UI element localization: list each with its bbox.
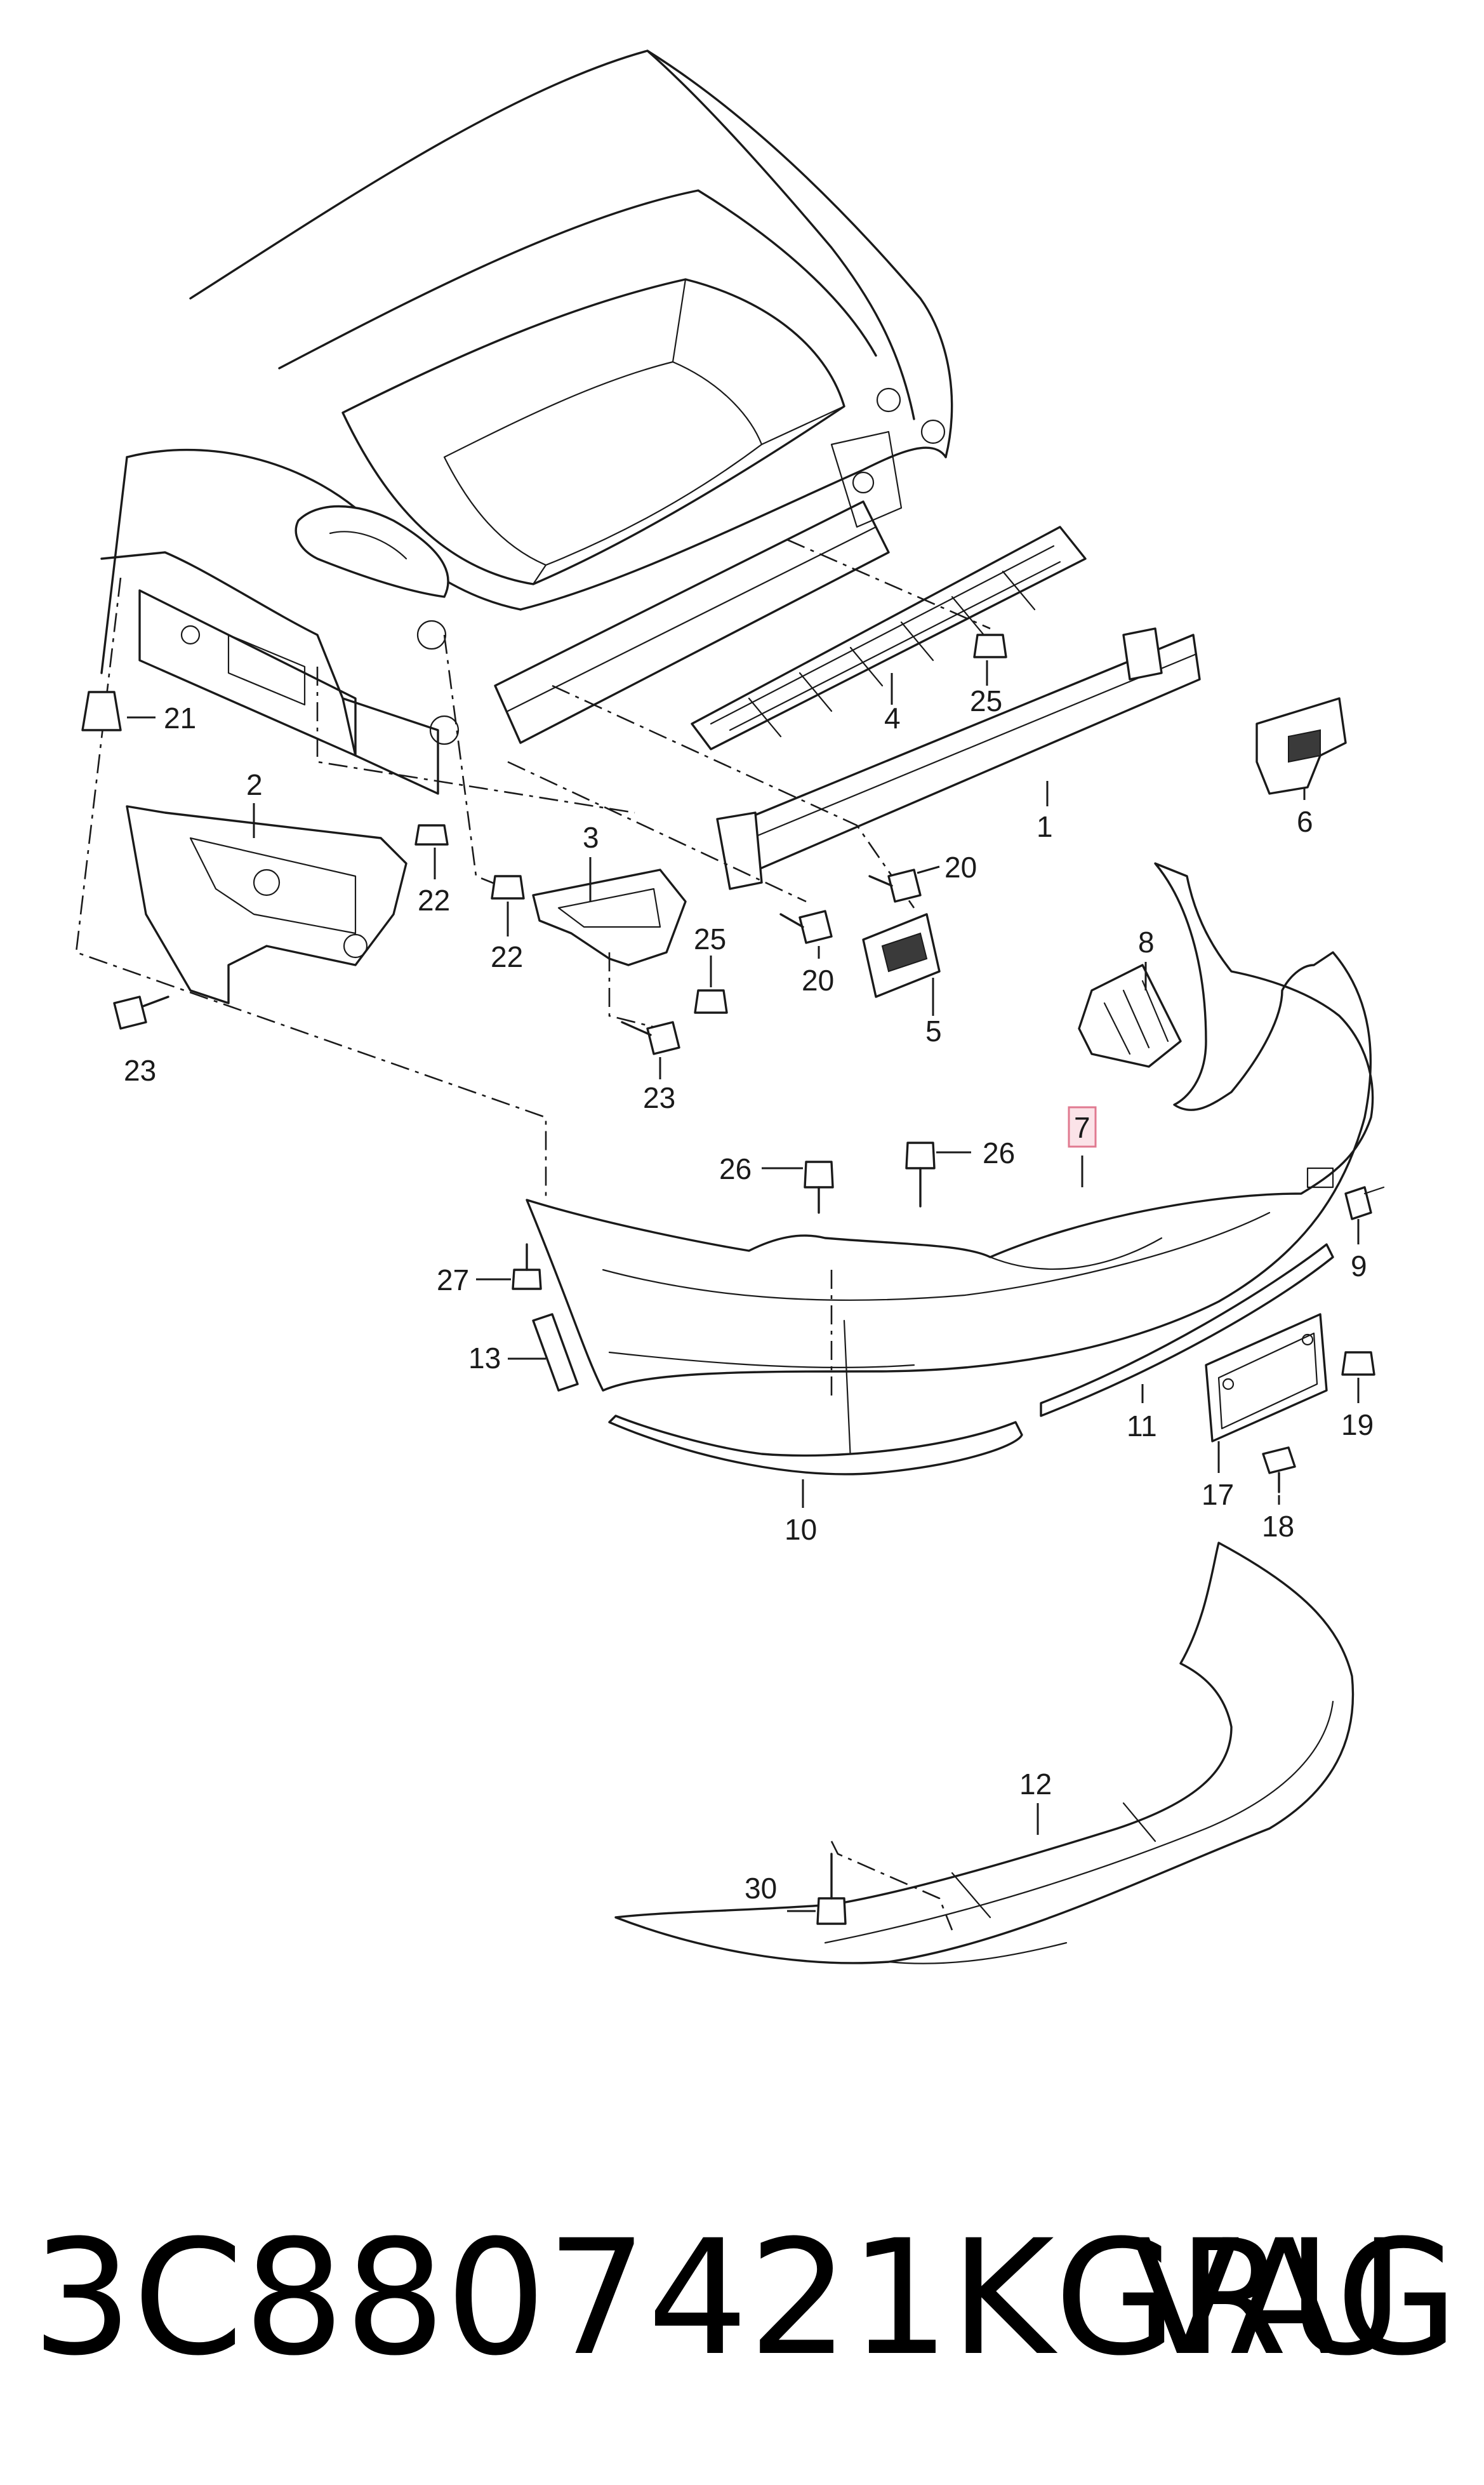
fasteners [81, 634, 1375, 1925]
screw-26-right [905, 1142, 936, 1169]
screw-18 [1262, 1446, 1296, 1474]
nut-22-middle [491, 875, 525, 900]
screw-26-left [804, 1161, 834, 1189]
nut-22-left [414, 824, 449, 846]
callout-3: 3 [583, 821, 599, 854]
callout-22-left: 22 [418, 884, 450, 917]
callout-10: 10 [785, 1513, 817, 1546]
part-6-bracket [1255, 697, 1347, 795]
callout-23-middle: 23 [643, 1081, 675, 1114]
callout-7-highlight [1068, 1106, 1097, 1148]
callout-17: 17 [1202, 1478, 1234, 1511]
callout-8: 8 [1138, 926, 1155, 959]
clip-21 [81, 691, 122, 731]
callout-26-left: 26 [719, 1152, 752, 1185]
part-5-bracket [862, 913, 941, 998]
screw-20-upper [887, 869, 922, 903]
screw-23-left [113, 996, 147, 1030]
part-11-trim-strip [1040, 1243, 1334, 1417]
callout-27: 27 [437, 1263, 469, 1296]
part-12-diffuser [614, 1542, 1355, 1964]
callout-19: 19 [1341, 1408, 1374, 1441]
callout-7: 7 [1074, 1111, 1090, 1144]
callout-labels: 1 2 3 4 5 6 7 8 9 10 11 12 13 17 18 19 2… [124, 684, 1374, 1905]
part-8-absorber [1078, 964, 1182, 1068]
nut-25-lower [694, 989, 728, 1014]
nut-25-upper [973, 634, 1007, 658]
callout-25-lower: 25 [694, 923, 726, 956]
screw-27 [512, 1269, 542, 1290]
part-4-grille [691, 526, 1087, 750]
callout-25-upper: 25 [970, 684, 1002, 717]
part-9-clip [1344, 1186, 1385, 1220]
part-number-label: 3C8807421KGRU [32, 2206, 1404, 2390]
callout-12: 12 [1019, 1768, 1052, 1801]
callout-6: 6 [1297, 805, 1313, 838]
callout-21: 21 [164, 702, 196, 735]
car-rear-body [100, 50, 953, 795]
part-17-plate-holder [1205, 1313, 1328, 1442]
nut-19 [1341, 1351, 1375, 1376]
part-13-side-clip [532, 1313, 579, 1392]
callout-30: 30 [745, 1872, 777, 1905]
leader-lines [127, 660, 1360, 1912]
callout-22-middle: 22 [491, 940, 523, 973]
part-10-trim-strip [608, 1415, 1023, 1476]
callout-2: 2 [246, 768, 263, 801]
part-7-bumper-cover [526, 862, 1374, 1462]
screw-23-middle [646, 1021, 680, 1055]
callout-5: 5 [925, 1015, 942, 1048]
callout-20-upper: 20 [944, 851, 977, 884]
callout-1: 1 [1037, 810, 1053, 843]
callout-23-left: 23 [124, 1054, 156, 1087]
screw-30 [816, 1897, 847, 1925]
callout-20-lower: 20 [802, 964, 834, 997]
callout-11: 11 [1127, 1409, 1157, 1442]
callout-9: 9 [1351, 1249, 1367, 1282]
part-2-side-bracket [126, 805, 407, 1004]
screw-20-lower [798, 910, 833, 944]
callout-18: 18 [1262, 1510, 1294, 1543]
part-3-guide-bracket [532, 869, 687, 966]
callout-13: 13 [468, 1342, 501, 1375]
part-1-bumper-beam [716, 627, 1201, 890]
callout-4: 4 [884, 702, 901, 735]
callout-26-right: 26 [983, 1136, 1015, 1169]
assembly-lines [75, 538, 991, 1931]
brand-label: VAG [1131, 2206, 1459, 2390]
